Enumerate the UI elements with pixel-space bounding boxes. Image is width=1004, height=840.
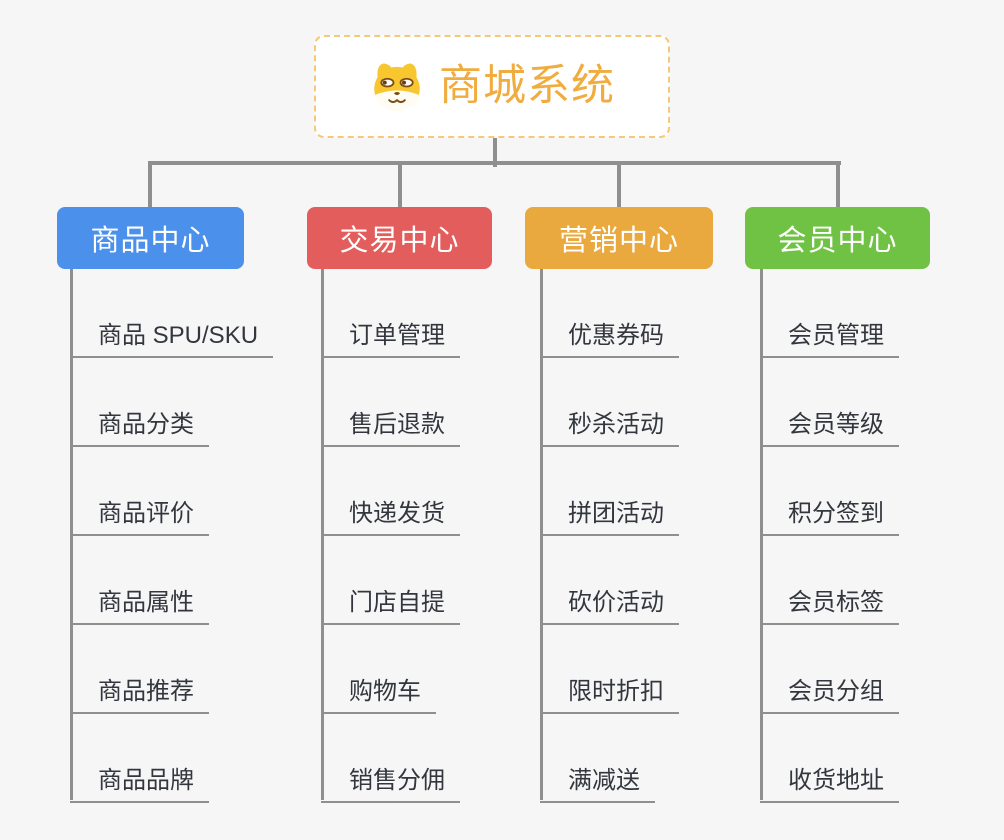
connector-drop-products bbox=[148, 161, 152, 208]
sub-item[interactable]: 购物车 bbox=[321, 671, 436, 714]
sub-item-slot: 会员标签 bbox=[760, 536, 1004, 625]
branch-column-marketing: 优惠券码 秒杀活动 拼团活动 砍价活动 限时折扣 满减送 bbox=[540, 269, 790, 803]
sub-item-slot: 秒杀活动 bbox=[540, 358, 790, 447]
branch-button-trade[interactable]: 交易中心 bbox=[307, 207, 492, 269]
connector-drop-trade bbox=[398, 161, 402, 208]
sub-item-slot: 拼团活动 bbox=[540, 447, 790, 536]
root-node[interactable]: 商城系统 bbox=[314, 35, 670, 138]
sub-item[interactable]: 会员等级 bbox=[760, 404, 899, 447]
sub-item-slot: 会员分组 bbox=[760, 625, 1004, 714]
branch-column-trade: 订单管理 售后退款 快递发货 门店自提 购物车 销售分佣 bbox=[321, 269, 571, 803]
sub-item[interactable]: 优惠券码 bbox=[540, 315, 679, 358]
sub-item[interactable]: 积分签到 bbox=[760, 493, 899, 536]
branch-button-products[interactable]: 商品中心 bbox=[57, 207, 244, 269]
sub-item-slot: 订单管理 bbox=[321, 269, 571, 358]
sub-item-slot: 购物车 bbox=[321, 625, 571, 714]
sub-item-slot: 商品 SPU/SKU bbox=[70, 269, 320, 358]
connector-drop-marketing bbox=[617, 161, 621, 208]
branch-button-marketing[interactable]: 营销中心 bbox=[525, 207, 713, 269]
sub-item[interactable]: 商品 SPU/SKU bbox=[70, 315, 274, 358]
sub-item[interactable]: 商品评价 bbox=[70, 493, 209, 536]
sub-item-slot: 快递发货 bbox=[321, 447, 571, 536]
sub-item-slot: 商品评价 bbox=[70, 447, 320, 536]
sub-item-slot: 满减送 bbox=[540, 714, 790, 803]
sub-item[interactable]: 订单管理 bbox=[321, 315, 460, 358]
branch-column-member: 会员管理 会员等级 积分签到 会员标签 会员分组 收货地址 bbox=[760, 269, 1004, 803]
sub-item[interactable]: 快递发货 bbox=[321, 493, 460, 536]
dog-face-icon bbox=[374, 62, 420, 111]
sub-item[interactable]: 秒杀活动 bbox=[540, 404, 679, 447]
sub-item-slot: 会员等级 bbox=[760, 358, 1004, 447]
sub-item-slot: 收货地址 bbox=[760, 714, 1004, 803]
sub-item-slot: 商品分类 bbox=[70, 358, 320, 447]
sub-item[interactable]: 售后退款 bbox=[321, 404, 460, 447]
sub-item-slot: 积分签到 bbox=[760, 447, 1004, 536]
sub-item[interactable]: 砍价活动 bbox=[540, 582, 679, 625]
sub-item[interactable]: 商品分类 bbox=[70, 404, 209, 447]
branch-column-products: 商品 SPU/SKU 商品分类 商品评价 商品属性 商品推荐 商品品牌 bbox=[70, 269, 320, 803]
sub-item[interactable]: 会员分组 bbox=[760, 671, 899, 714]
root-title: 商城系统 bbox=[439, 62, 615, 110]
sub-item[interactable]: 门店自提 bbox=[321, 582, 460, 625]
connector-horizontal bbox=[148, 161, 841, 165]
branch-button-member[interactable]: 会员中心 bbox=[745, 207, 930, 269]
connector-drop-member bbox=[836, 161, 840, 208]
sub-item[interactable]: 销售分佣 bbox=[321, 760, 460, 803]
sub-item[interactable]: 拼团活动 bbox=[540, 493, 679, 536]
sub-item-slot: 商品属性 bbox=[70, 536, 320, 625]
sub-item[interactable]: 会员标签 bbox=[760, 582, 899, 625]
sub-item-slot: 门店自提 bbox=[321, 536, 571, 625]
sub-item-slot: 砍价活动 bbox=[540, 536, 790, 625]
connector-root-trunk bbox=[493, 137, 497, 167]
sub-item[interactable]: 限时折扣 bbox=[540, 671, 679, 714]
sub-item[interactable]: 商品推荐 bbox=[70, 671, 209, 714]
sub-item[interactable]: 满减送 bbox=[540, 760, 655, 803]
sub-item-slot: 销售分佣 bbox=[321, 714, 571, 803]
sub-item-slot: 售后退款 bbox=[321, 358, 571, 447]
sub-item-slot: 商品品牌 bbox=[70, 714, 320, 803]
sub-item-slot: 优惠券码 bbox=[540, 269, 790, 358]
sub-item-slot: 商品推荐 bbox=[70, 625, 320, 714]
sub-item[interactable]: 商品品牌 bbox=[70, 760, 209, 803]
sub-item[interactable]: 收货地址 bbox=[760, 760, 899, 803]
sub-item-slot: 会员管理 bbox=[760, 269, 1004, 358]
sub-item[interactable]: 商品属性 bbox=[70, 582, 209, 625]
sub-item-slot: 限时折扣 bbox=[540, 625, 790, 714]
sub-item[interactable]: 会员管理 bbox=[760, 315, 899, 358]
